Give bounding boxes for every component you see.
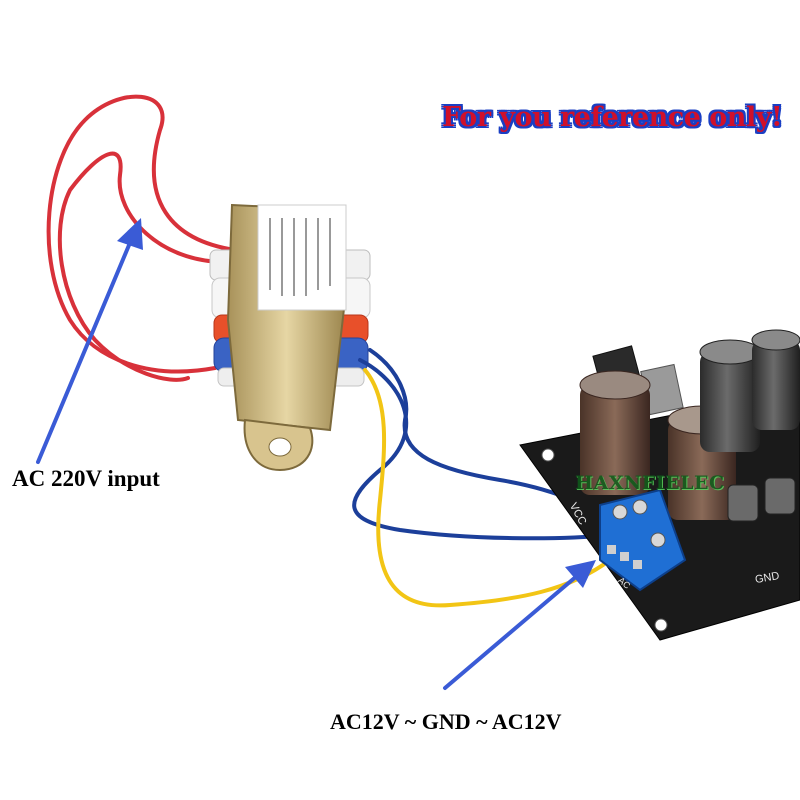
amplifier-pcb xyxy=(519,329,800,641)
ac-input-label: AC 220V input xyxy=(12,466,160,491)
annotation-arrow-output xyxy=(443,560,596,690)
annotation-arrow-input xyxy=(36,218,143,464)
transformer xyxy=(209,203,371,472)
primary-red-wires xyxy=(46,94,237,382)
ac-output-label: AC12V ~ GND ~ AC12V xyxy=(330,709,562,734)
brand-watermark: HAXNFIELEC xyxy=(575,472,725,494)
reference-only-note: For you reference only! xyxy=(442,102,783,133)
